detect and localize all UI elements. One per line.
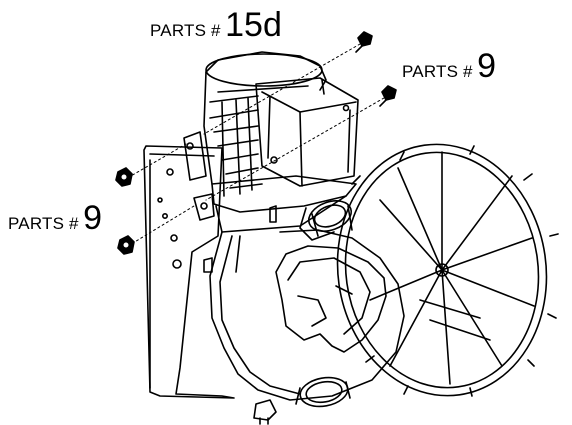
nut-icon — [115, 167, 133, 187]
motor-housing — [203, 51, 327, 197]
callout-prefix: PARTS # — [8, 214, 79, 233]
motor-base — [183, 131, 357, 273]
callout-number: 9 — [83, 199, 103, 237]
callout-prefix: PARTS # — [150, 21, 221, 40]
terminal-box — [255, 77, 359, 187]
callout-parts-15d: PARTS # 15d — [150, 8, 282, 42]
outlet-port — [299, 200, 353, 241]
drain-plug — [253, 399, 277, 425]
screw-icon — [379, 85, 397, 107]
pump-volute — [209, 229, 405, 401]
nut-icon — [117, 235, 135, 255]
inlet-port — [295, 376, 351, 408]
screw-icon — [355, 31, 373, 53]
callout-parts-9-right: PARTS # 9 — [402, 49, 496, 83]
strainer-lid — [336, 143, 559, 397]
callout-number: 15d — [225, 6, 282, 44]
callout-number: 9 — [477, 47, 497, 85]
callout-prefix: PARTS # — [402, 62, 473, 81]
leader-lines — [123, 43, 385, 247]
callout-parts-9-left: PARTS # 9 — [8, 201, 102, 235]
pump-handle — [275, 245, 387, 353]
